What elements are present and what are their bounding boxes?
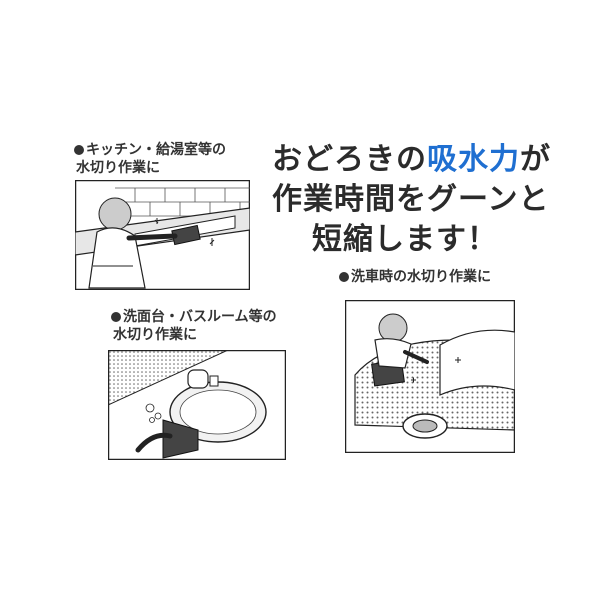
headline-line2: 作業時間をグーンと [272, 182, 550, 217]
headline-line1: おどろきの吸水力が [272, 140, 592, 180]
bullet-icon [111, 312, 121, 322]
headline: おどろきの吸水力が 作業時間をグーンと 短縮します！ [272, 140, 592, 260]
bullet-icon [339, 272, 349, 282]
kitchen-scene-svg [75, 180, 250, 290]
bathroom-label-line2: 水切り作業に [113, 327, 197, 343]
headline-line1-prefix: おどろきの [272, 142, 427, 177]
kitchen-label-line1: キッチン・給湯室等の [86, 142, 226, 158]
bathroom-scene-svg [108, 350, 286, 460]
bathroom-label-line1: 洗面台・バスルーム等の [123, 309, 277, 325]
bullet-icon [74, 145, 84, 155]
kitchen-illustration [75, 180, 250, 290]
car-label: 洗車時の水切り作業に [339, 268, 491, 286]
car-scene-svg [345, 300, 515, 453]
bathroom-illustration [108, 350, 286, 460]
kitchen-label-line2: 水切り作業に [76, 160, 160, 176]
bathroom-label: 洗面台・バスルーム等の 水切り作業に [111, 308, 277, 344]
car-label-line1: 洗車時の水切り作業に [351, 269, 491, 285]
headline-accent: 吸水力 [427, 142, 520, 177]
car-illustration [345, 300, 515, 453]
kitchen-label: キッチン・給湯室等の 水切り作業に [74, 141, 226, 177]
headline-line3: 短縮します！ [312, 222, 498, 257]
headline-line1-suffix: が [520, 142, 551, 177]
